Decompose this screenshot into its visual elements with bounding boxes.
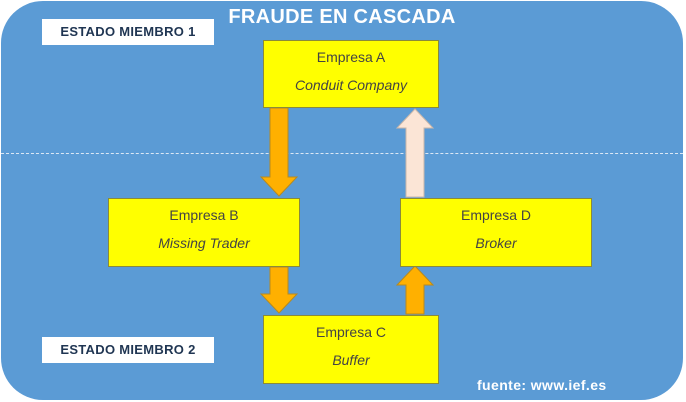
arrow-a-to-b: [259, 107, 299, 197]
company-a-name: Empresa A: [316, 49, 386, 65]
company-a-role: Conduit Company: [294, 77, 408, 93]
company-d-box: Empresa D Broker: [400, 198, 592, 267]
state-label-member-2: ESTADO MIEMBRO 2: [42, 337, 214, 363]
diagram-title: FRAUDE EN CASCADA: [228, 6, 456, 28]
arrow-c-to-d: [395, 265, 435, 315]
state-label-member-1: ESTADO MIEMBRO 1: [42, 19, 214, 45]
company-c-role: Buffer: [332, 352, 370, 368]
company-d-name: Empresa D: [460, 207, 532, 223]
company-c-box: Empresa C Buffer: [263, 315, 439, 384]
company-c-name: Empresa C: [315, 324, 387, 340]
company-b-name: Empresa B: [169, 207, 239, 223]
arrow-d-to-a: [395, 108, 435, 198]
company-b-role: Missing Trader: [158, 235, 250, 251]
company-d-role: Broker: [475, 235, 517, 251]
member-state-divider: [1, 153, 683, 154]
arrow-b-to-c: [259, 266, 299, 314]
source-credit: fuente: www.ief.es: [477, 377, 607, 393]
company-a-box: Empresa A Conduit Company: [263, 40, 439, 108]
company-b-box: Empresa B Missing Trader: [108, 198, 300, 267]
